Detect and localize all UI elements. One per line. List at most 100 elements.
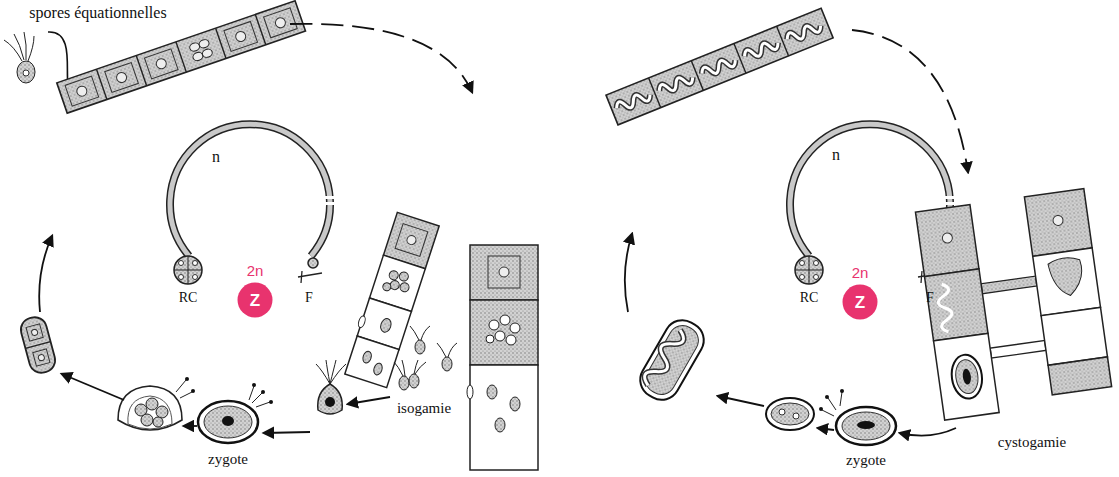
zygote-cyst (842, 412, 890, 440)
young-filament (641, 326, 687, 389)
gametangium-filament (499, 267, 509, 277)
gametangium-filament (495, 331, 505, 341)
young-filament (634, 314, 711, 407)
fusing-gametes (394, 360, 426, 390)
vegetative-filament (777, 26, 789, 56)
cycle-arrow (39, 236, 52, 312)
conjugating-filaments (990, 340, 1046, 358)
haploid-ring (323, 202, 337, 205)
gametangium-filament (506, 335, 516, 345)
vegetative-filament (615, 21, 823, 113)
fertilization-symbol (301, 271, 302, 283)
zygote-cyst (819, 407, 823, 411)
zygote-circle: 2nZ (237, 282, 273, 318)
zoospore (23, 70, 29, 76)
cycle-arrow-dashed (290, 24, 472, 92)
gametangium-filament (398, 271, 409, 282)
gametangium-filament (388, 270, 399, 281)
reduction-division-symbol (809, 256, 810, 284)
vegetative-filament (615, 90, 652, 113)
reduction-division-symbol (193, 275, 198, 280)
zoospore (4, 32, 35, 83)
zoospore (17, 61, 35, 83)
conjugating-filaments (954, 358, 981, 395)
cycle-arrow-dashed (852, 30, 968, 172)
zygote-cyst (222, 416, 234, 426)
vegetative-filament (700, 56, 737, 79)
zoospore (28, 36, 34, 61)
conjugating-filaments (934, 333, 1000, 420)
gametangium-filament (357, 315, 366, 328)
zoospore (4, 40, 22, 61)
stage-label: isogamie (397, 400, 451, 417)
gametangium-filament (495, 418, 505, 432)
gametangium-filament (467, 385, 473, 399)
young-filament (38, 354, 45, 361)
haploid-ring (943, 196, 957, 199)
reduction-division-symbol (800, 261, 805, 266)
fertilization-symbol (308, 258, 318, 268)
planozygote (316, 360, 346, 384)
zygote-cyst (249, 386, 270, 407)
zoospore (14, 34, 24, 60)
conjugating-filaments (1048, 357, 1112, 395)
cycle-arrow (264, 432, 310, 433)
vegetative-filament (615, 90, 652, 113)
conjugating-filaments (915, 205, 979, 277)
germinating-zygote (118, 377, 195, 430)
young-filament (26, 324, 43, 341)
young-filament (25, 342, 50, 349)
conjugating-filaments (1047, 256, 1085, 298)
planozygote (325, 397, 335, 407)
gametangium-filament (470, 245, 538, 300)
reduction-division-symbol (800, 275, 805, 280)
germinating-zygote (176, 380, 192, 398)
cycle-arrow (184, 425, 197, 427)
zygote-cyst (836, 407, 896, 445)
germinating-zygote (793, 413, 799, 419)
gamete (437, 343, 457, 357)
fusing-gametes (394, 360, 426, 376)
gametangium-filament (510, 397, 520, 411)
haploid-ring (323, 196, 337, 199)
gametangium-filament (500, 315, 510, 325)
reduction-division-symbol (174, 256, 202, 284)
zygote-cyst (198, 401, 258, 443)
gamete (410, 326, 457, 371)
germinating-zygote (153, 417, 163, 427)
young-filament (641, 326, 687, 389)
vegetative-filament (76, 85, 89, 98)
germinating-zygote (766, 398, 814, 430)
vegetative-filament (743, 38, 780, 61)
conjugating-filaments (915, 189, 1113, 421)
haploid-ring (170, 124, 330, 256)
ploidy-label: 2n (852, 265, 869, 282)
conjugating-filaments (1024, 189, 1092, 257)
vegetative-filament (734, 43, 746, 73)
conjugating-filaments (949, 353, 985, 401)
zygote-circle-fill (843, 285, 878, 320)
cycle-arrow (62, 374, 124, 400)
zygote-cyst (204, 406, 252, 438)
vegetative-filament (198, 38, 210, 49)
germinating-zygote (141, 414, 153, 426)
ploidy-label: 2n (247, 263, 264, 280)
vegetative-filament (615, 21, 823, 113)
zygote-cyst (857, 421, 875, 429)
gamete (410, 326, 430, 340)
conjugating-filaments (1052, 215, 1063, 226)
vegetative-filament (743, 38, 780, 61)
zygote-cyst (822, 392, 842, 416)
gametangium-filament (372, 362, 383, 376)
fertilization-symbol (298, 258, 322, 283)
symbol-label: RC (800, 290, 819, 306)
gamete (415, 340, 425, 354)
vegetative-filament (785, 21, 822, 44)
conjugating-filaments (1041, 307, 1107, 365)
vegetative-filament (657, 73, 694, 96)
reduction-division-symbol (174, 256, 202, 284)
reduction-division-symbol (795, 256, 823, 284)
gametangium-filament (361, 350, 372, 364)
germinating-zygote (146, 398, 158, 410)
